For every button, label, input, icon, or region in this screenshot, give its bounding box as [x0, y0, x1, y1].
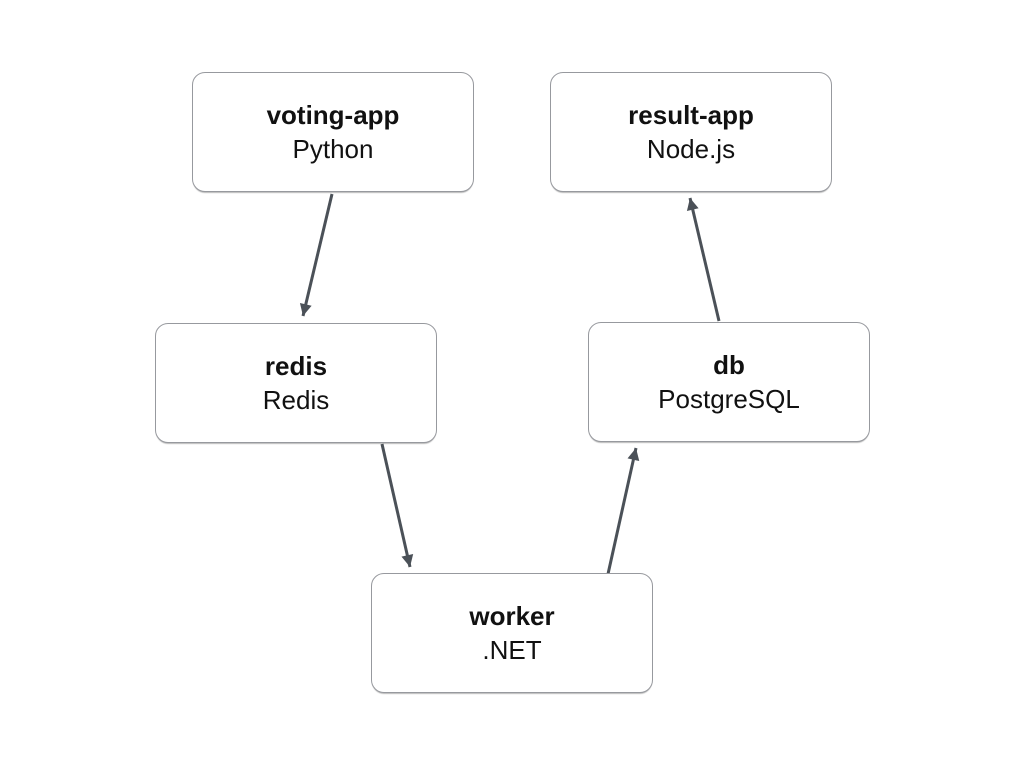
node-title: redis: [264, 350, 328, 381]
node-tech-label: .NET: [482, 635, 542, 665]
node-title: result-app: [628, 99, 754, 130]
edge-worker-to-db: [606, 447, 640, 575]
node-tech-label: Python: [292, 134, 374, 164]
edge-voting-app-to-redis: [299, 193, 334, 317]
node-tech-label: PostgreSQL: [658, 384, 800, 414]
edge-redis-to-worker: [380, 443, 414, 568]
edge-db-to-result-app: [686, 197, 721, 322]
node-title: voting-app: [266, 99, 400, 130]
node-title: worker: [469, 600, 555, 631]
node-tech-label: Redis: [262, 385, 330, 415]
node-tech-label: Node.js: [646, 134, 736, 164]
node-worker: worker .NET: [371, 573, 653, 693]
node-title: db: [713, 349, 745, 380]
